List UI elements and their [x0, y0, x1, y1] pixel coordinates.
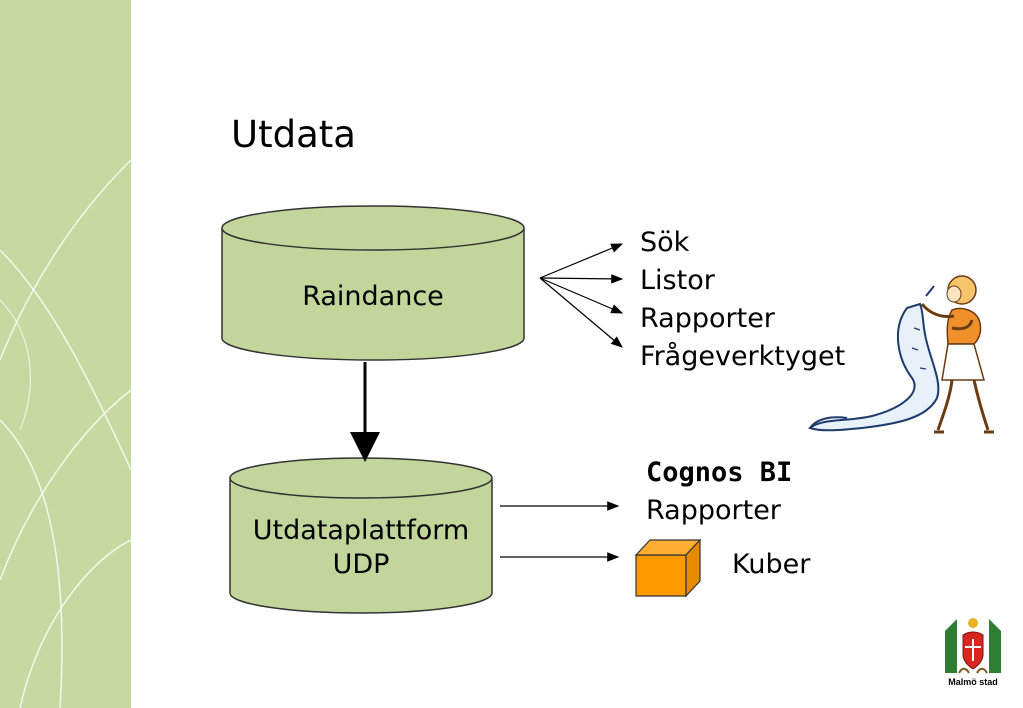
orange-cube-icon [634, 538, 702, 598]
raindance-output-list: Sök Listor Rapporter Frågeverktyget [640, 224, 845, 376]
malmo-coat-of-arms-icon [945, 618, 1001, 674]
kuber-label: Kuber [732, 549, 811, 580]
cognos-subtitle: Rapporter [646, 495, 781, 526]
slide-title: Utdata [231, 113, 356, 156]
output-item-listor: Listor [640, 265, 715, 296]
logo-text: Malmö stad [948, 677, 998, 687]
udp-label-line2: UDP [332, 548, 390, 580]
output-item-sok: Sök [640, 227, 690, 258]
output-item-rapporter: Rapporter [640, 303, 775, 334]
raindance-label: Raindance [302, 281, 444, 312]
cognos-title: Cognos BI [646, 457, 793, 488]
udp-label-line1: Utdataplattform [252, 515, 470, 546]
raindance-cylinder [221, 205, 525, 361]
cognos-block: Cognos BI Rapporter [646, 454, 792, 530]
raindance-output-arrows [539, 243, 624, 348]
woman-reading-scroll-icon [807, 275, 994, 434]
udp-label: Utdataplattform UDP [230, 514, 492, 582]
decorative-sidebar [0, 0, 131, 708]
output-item-frageverktyget: Frågeverktyget [640, 341, 846, 372]
